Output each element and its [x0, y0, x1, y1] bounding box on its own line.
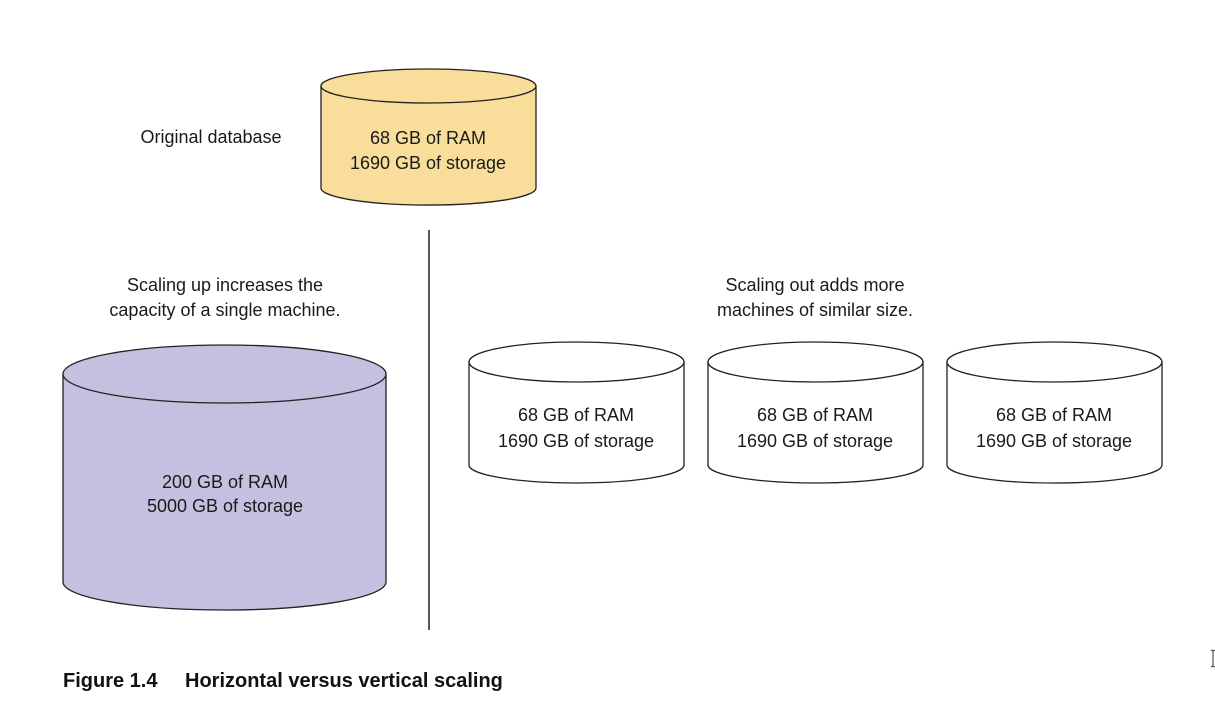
scaled-out-db-ram: 68 GB of RAM — [518, 405, 634, 425]
original-db-top — [320, 68, 537, 104]
scaled-out-database-cylinder: 68 GB of RAM 1690 GB of storage — [468, 341, 685, 484]
text-cursor-icon — [1210, 649, 1215, 668]
scaled-up-db-ram: 200 GB of RAM — [162, 472, 288, 492]
scale-up-label-line1: Scaling up increases the — [127, 275, 323, 295]
scaled-out-database-cylinder: 68 GB of RAM 1690 GB of storage — [946, 341, 1163, 484]
scaled-out-db-ram: 68 GB of RAM — [996, 405, 1112, 425]
scaled-out-db-top — [946, 341, 1163, 383]
original-database-label: Original database — [140, 127, 281, 147]
scaled-out-db-body — [707, 361, 924, 484]
scaled-out-db-top — [468, 341, 685, 383]
original-db-body — [320, 85, 537, 206]
scaled-out-db-storage: 1690 GB of storage — [976, 431, 1132, 451]
scaled-out-database-cylinder: 68 GB of RAM 1690 GB of storage — [707, 341, 924, 484]
scaled-up-db-top — [62, 344, 387, 404]
scaled-out-db-storage: 1690 GB of storage — [737, 431, 893, 451]
scaled-up-db-storage: 5000 GB of storage — [147, 496, 303, 516]
scaled-up-db-body — [62, 373, 387, 611]
figure-number: Figure 1.4 — [63, 670, 158, 692]
scaled-out-db-top — [707, 341, 924, 383]
original-database-cylinder: 68 GB of RAM 1690 GB of storage — [320, 68, 537, 206]
scaled-out-db-body — [468, 361, 685, 484]
scaled-up-database-cylinder: 200 GB of RAM 5000 GB of storage — [62, 344, 387, 611]
scale-out-label-line1: Scaling out adds more — [725, 275, 904, 295]
original-db-storage: 1690 GB of storage — [350, 153, 506, 173]
scaled-out-db-body — [946, 361, 1163, 484]
scaled-out-db-ram: 68 GB of RAM — [757, 405, 873, 425]
scale-out-label-line2: machines of similar size. — [717, 300, 913, 320]
scaled-out-db-storage: 1690 GB of storage — [498, 431, 654, 451]
figure-caption: Horizontal versus vertical scaling — [185, 670, 503, 692]
scale-up-label-line2: capacity of a single machine. — [109, 300, 340, 320]
original-db-ram: 68 GB of RAM — [370, 128, 486, 148]
